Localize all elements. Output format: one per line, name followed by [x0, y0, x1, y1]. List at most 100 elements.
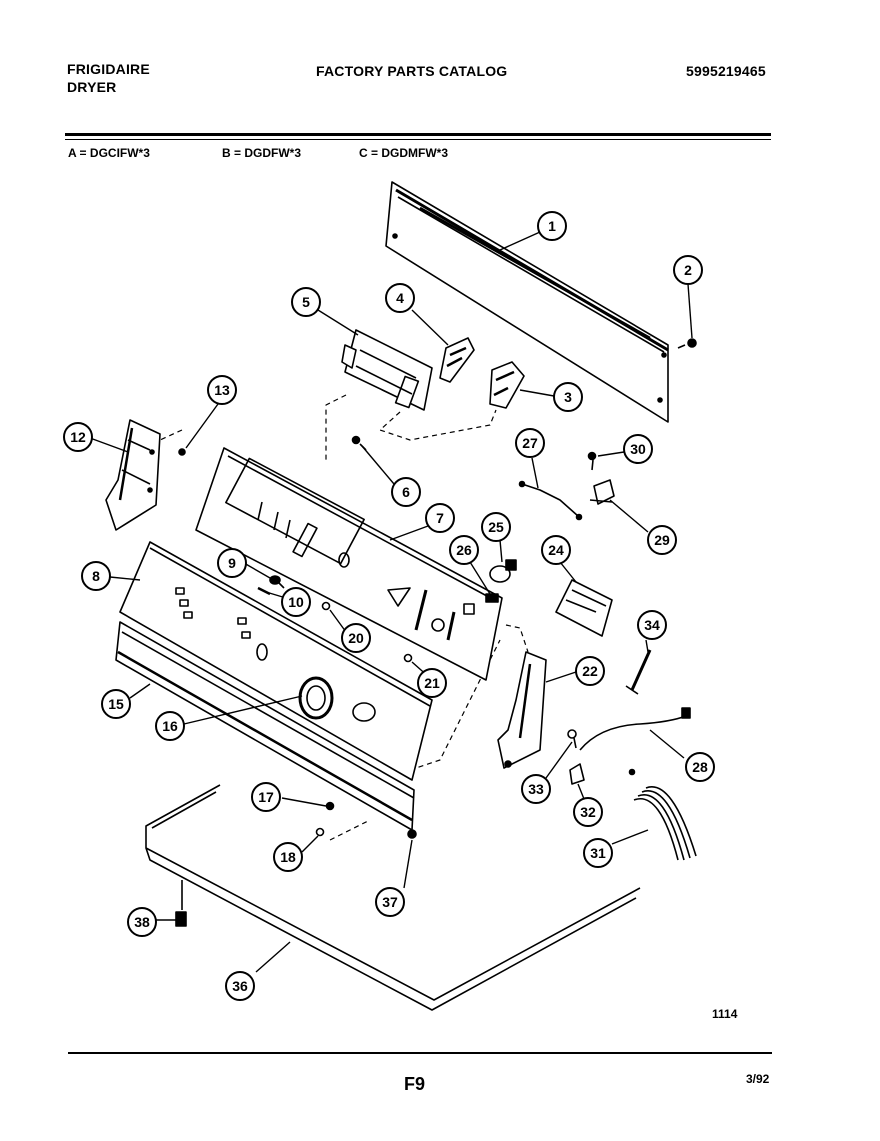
callout-circle-29 [647, 525, 677, 555]
callout-number-17: 17 [258, 789, 274, 805]
callout-number-7: 7 [436, 510, 444, 526]
bracket-part-26 [485, 593, 499, 603]
bolt-part-34 [625, 649, 652, 695]
callout-circle-12 [63, 422, 93, 452]
callout-circle-2 [673, 255, 703, 285]
relay-part-24 [555, 579, 613, 637]
callout-number-4: 4 [396, 290, 404, 306]
drawing-number: 1114 [712, 1007, 738, 1021]
clip-part-33 [567, 729, 577, 749]
callout-circle-15 [101, 689, 131, 719]
callout-circle-17 [251, 782, 281, 812]
callout-number-30: 30 [630, 441, 646, 457]
page-number: F9 [404, 1074, 426, 1094]
catalog-number: 5995219465 [686, 63, 766, 79]
knob-part-9 [269, 575, 285, 589]
callout-circle-5 [291, 287, 321, 317]
callout-number-5: 5 [302, 294, 310, 310]
callout-circle-16 [155, 711, 185, 741]
switch-part-29 [589, 479, 615, 505]
top-panel-part-36 [145, 784, 641, 1011]
callout-number-21: 21 [424, 675, 440, 691]
leader-lines [89, 231, 693, 973]
callout-circle-28 [685, 752, 715, 782]
revision-date: 3/92 [746, 1072, 770, 1086]
callout-circle-33 [521, 774, 551, 804]
wire-set-part-31 [628, 768, 697, 861]
callout-circle-21 [417, 668, 447, 698]
callout-circle-8 [81, 561, 111, 591]
callout-number-8: 8 [92, 568, 100, 584]
switch-part-4 [439, 337, 475, 383]
wire-part-27 [521, 483, 579, 517]
clip-part-13 [178, 448, 186, 456]
footer-rule [68, 1052, 772, 1054]
callout-circle-27 [515, 428, 545, 458]
callout-number-2: 2 [684, 262, 692, 278]
screw-part-30 [587, 451, 597, 471]
callout-circle-10 [281, 587, 311, 617]
callout-circle-22 [575, 656, 605, 686]
model-a-label: A = DGCIFW*3 [68, 146, 150, 160]
side-bracket-part-12 [105, 419, 161, 531]
callout-number-29: 29 [654, 532, 670, 548]
callout-circle-37 [375, 887, 405, 917]
callout-number-33: 33 [528, 781, 544, 797]
callout-number-16: 16 [162, 718, 178, 734]
callout-circle-36 [225, 971, 255, 1001]
callout-number-20: 20 [348, 630, 364, 646]
callout-circle-13 [207, 375, 237, 405]
callout-number-37: 37 [382, 894, 398, 910]
callout-circle-24 [541, 535, 571, 565]
harness-part-28 [579, 707, 691, 751]
screw-part-20 [321, 601, 331, 611]
callout-circle-18 [273, 842, 303, 872]
catalog-title: FACTORY PARTS CATALOG [316, 63, 508, 79]
callout-circle-32 [573, 797, 603, 827]
trim-strip-part-15 [115, 621, 415, 831]
callout-circle-7 [425, 503, 455, 533]
switch-part-3 [489, 361, 525, 409]
callout-number-32: 32 [580, 804, 596, 820]
product-name: DRYER [67, 79, 117, 95]
callout-number-18: 18 [280, 849, 296, 865]
callout-circle-25 [481, 512, 511, 542]
callout-number-6: 6 [402, 484, 410, 500]
callout-number-34: 34 [644, 617, 660, 633]
header-rule-thin [65, 139, 771, 140]
dashed-guide-lines [159, 394, 529, 841]
callout-labels: 1234567891012131516171820212224252627282… [63, 211, 715, 1001]
callout-circle-34 [637, 610, 667, 640]
callout-number-13: 13 [214, 382, 230, 398]
callout-circle-26 [449, 535, 479, 565]
buzzer-part-25 [489, 559, 517, 583]
callout-circle-6 [391, 477, 421, 507]
header-rule [65, 133, 771, 136]
header-brand-block: FRIGIDAIRE DRYER [67, 60, 150, 96]
callout-number-22: 22 [582, 663, 598, 679]
callout-number-15: 15 [108, 696, 124, 712]
callout-number-10: 10 [288, 594, 304, 610]
callout-number-3: 3 [564, 389, 572, 405]
callout-number-27: 27 [522, 435, 538, 451]
backguard-panel [385, 181, 669, 423]
callout-number-24: 24 [548, 542, 564, 558]
callout-number-25: 25 [488, 519, 504, 535]
model-b-label: B = DGDFW*3 [222, 146, 302, 160]
screw-part-21 [403, 653, 413, 663]
screw-part-17 [325, 801, 335, 811]
callout-circle-30 [623, 434, 653, 464]
control-panel-part-7 [195, 447, 503, 681]
callout-number-9: 9 [228, 555, 236, 571]
screw-part-18 [315, 827, 325, 837]
screw-part-2 [677, 338, 697, 349]
callout-circle-38 [127, 907, 157, 937]
callout-number-38: 38 [134, 914, 150, 930]
callout-number-28: 28 [692, 759, 708, 775]
callout-circle-31 [583, 838, 613, 868]
callout-number-36: 36 [232, 978, 248, 994]
screw-part-37 [407, 829, 417, 839]
callout-number-12: 12 [70, 429, 86, 445]
callout-circle-20 [341, 623, 371, 653]
